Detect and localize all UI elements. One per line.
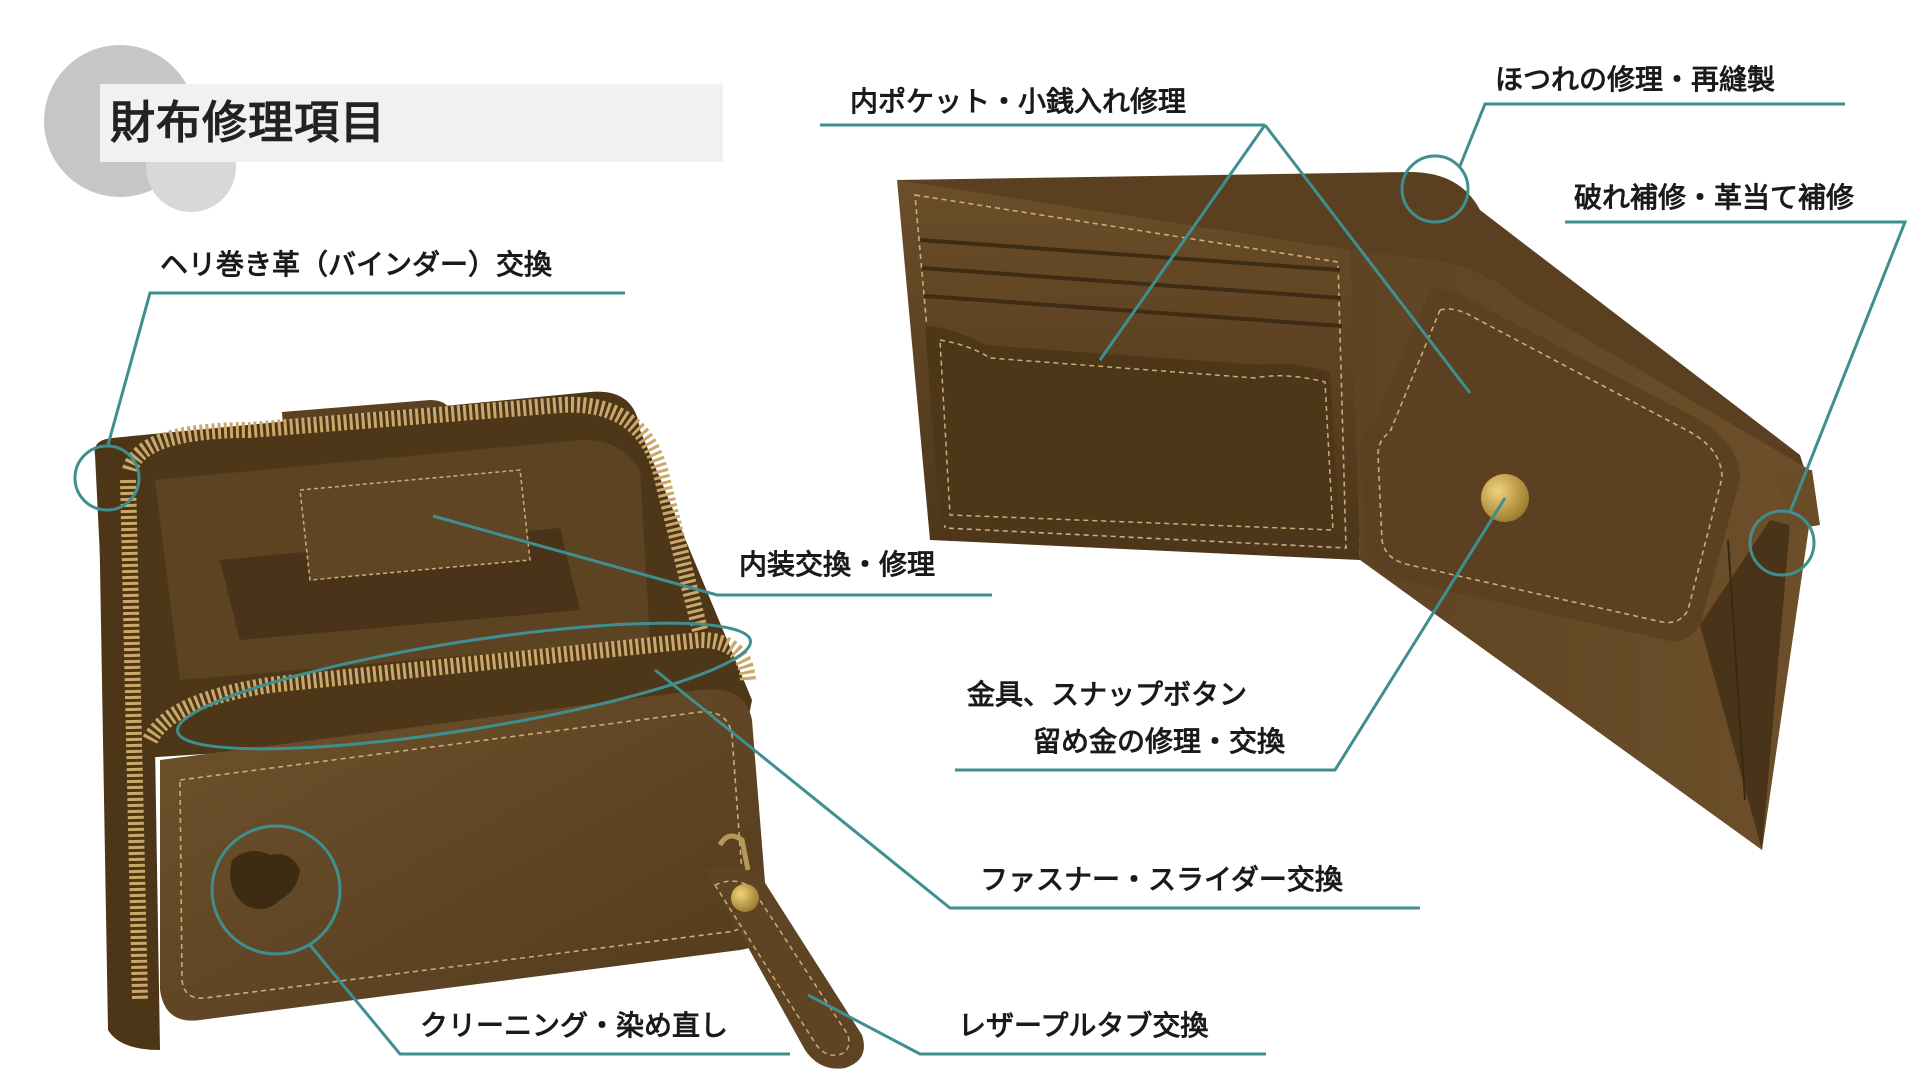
label-inner: 内装交換・修理 (739, 548, 936, 581)
leader-zipper (654, 668, 1420, 910)
marker-zipper-ellipse (175, 621, 753, 751)
label-zipper: ファスナー・スライダー交換 (980, 863, 1343, 896)
leader-pulltab (807, 993, 1266, 1056)
marker-binder-circle (73, 444, 141, 512)
leader-lines (73, 102, 1908, 1056)
leader-cleaning (308, 944, 790, 1056)
marker-tear-circle (1748, 509, 1816, 577)
label-metal-line2: 留め金の修理・交換 (1033, 725, 1286, 758)
bifold-wallet-illustration (897, 172, 1820, 850)
page-title: 財布修理項目 (110, 96, 387, 149)
leader-fraying (1458, 102, 1845, 167)
leader-inner (432, 514, 992, 597)
leader-pocket-b (1263, 124, 1472, 394)
label-metal-line1: 金具、スナップボタン (967, 678, 1248, 711)
zip-wallet-illustration (94, 391, 864, 1069)
title-block: 財布修理項目 (0, 0, 760, 230)
leader-pocket-a (1098, 124, 1267, 361)
label-pulltab: レザープルタブ交換 (958, 1009, 1209, 1042)
label-cleaning: クリーニング・染め直し (420, 1009, 729, 1042)
marker-fraying-circle (1400, 154, 1470, 224)
label-pocket: 内ポケット・小銭入れ修理 (850, 85, 1187, 118)
label-binder: ヘリ巻き革（バインダー）交換 (160, 248, 553, 281)
label-tear: 破れ補修・革当て補修 (1574, 181, 1855, 214)
leader-binder (106, 291, 625, 446)
leader-tear (1565, 220, 1908, 513)
title-bar (100, 84, 723, 162)
marker-cleaning-circle (210, 824, 342, 956)
leader-metal (955, 497, 1507, 772)
label-fraying: ほつれの修理・再縫製 (1495, 63, 1776, 96)
